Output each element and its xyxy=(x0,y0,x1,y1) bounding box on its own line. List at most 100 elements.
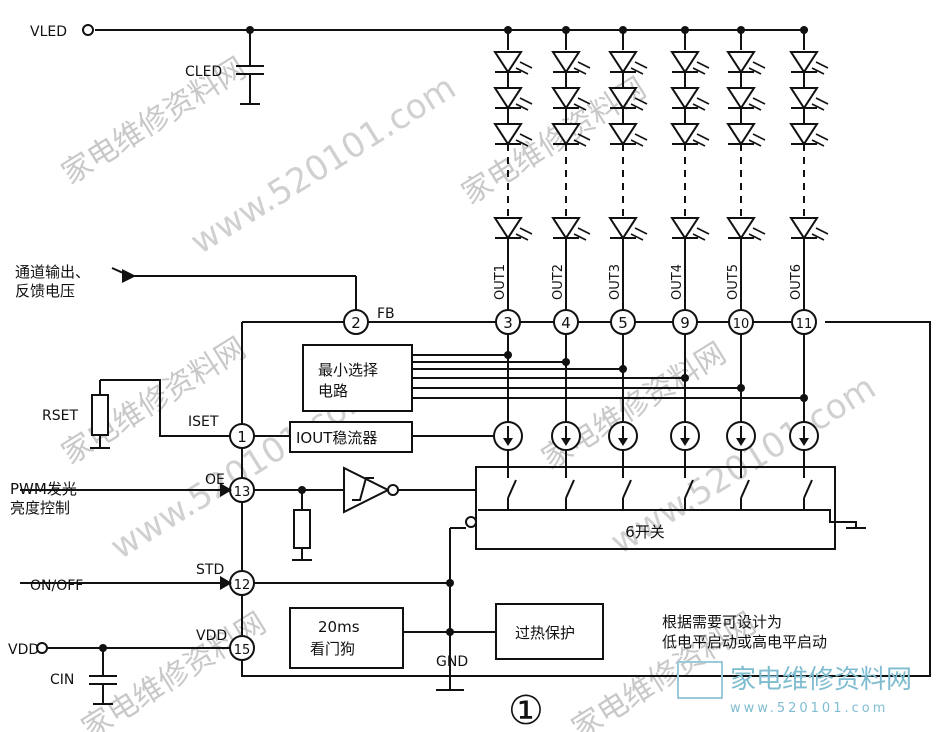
feedback-label-line2: 反馈电压 xyxy=(15,282,75,300)
pin-fb: 2 xyxy=(343,309,369,335)
gnd-label: GND xyxy=(436,654,468,670)
rset-resistor xyxy=(91,394,109,436)
led-diode xyxy=(789,217,829,241)
svg-text:1: 1 xyxy=(237,428,247,446)
svg-text:2: 2 xyxy=(351,314,361,332)
vled-label: VLED xyxy=(30,24,67,40)
pin-oe: 13 xyxy=(229,477,255,503)
svg-text:4: 4 xyxy=(561,314,571,332)
cin-label: CIN xyxy=(50,672,74,688)
switch-contact-4 xyxy=(684,479,694,499)
svg-text:11: 11 xyxy=(796,317,813,332)
watermark-text-1: 家电维修资料网 xyxy=(56,51,253,192)
pin-out5: 10 xyxy=(728,309,754,335)
led-diode xyxy=(493,217,533,241)
vdd-label: VDD xyxy=(8,642,39,658)
current-source-6 xyxy=(789,421,819,451)
svg-text:10: 10 xyxy=(733,317,750,332)
logo-text: 家电维修资料网 xyxy=(730,665,912,695)
pin-iset: 1 xyxy=(229,423,255,449)
junction-dots xyxy=(99,26,454,652)
figure-number: ① xyxy=(508,688,544,732)
svg-text:9: 9 xyxy=(680,314,690,332)
led-diode xyxy=(608,123,648,147)
switch-contact-3 xyxy=(622,479,632,499)
six-switch-label: 6开关 xyxy=(625,523,665,541)
std-input-bubble xyxy=(465,516,477,528)
led-string-6: OUT6 11 xyxy=(789,26,829,510)
pin-out3: 5 xyxy=(610,309,636,335)
led-diode xyxy=(726,51,766,75)
led-string-1: OUT1 3 xyxy=(493,26,533,510)
led-diode xyxy=(726,87,766,111)
watermark-text-3: 家电维修资料网 xyxy=(56,331,253,472)
overheat-label: 过热保护 xyxy=(515,624,575,642)
switch-contact-5 xyxy=(740,479,750,499)
feedback-label-line1: 通道输出、 xyxy=(15,263,90,281)
pwm-label-line1: PWM发光 xyxy=(10,480,77,498)
svg-text:15: 15 xyxy=(234,643,251,658)
current-source-2 xyxy=(551,421,581,451)
note-line2: 低电平启动或高电平启动 xyxy=(662,633,827,651)
on-off-label: ON/OFF xyxy=(30,578,83,594)
watchdog-box xyxy=(289,607,404,669)
iout-regulator-label: IOUT稳流器 xyxy=(296,429,377,447)
out-label-2: OUT2 xyxy=(551,264,566,300)
switch-contact-2 xyxy=(565,479,575,499)
logo-house-icon xyxy=(677,661,723,699)
out-label-1: OUT1 xyxy=(493,264,508,300)
out-label-4: OUT4 xyxy=(670,264,685,300)
oe-pulldown-resistor xyxy=(293,509,311,549)
led-diode xyxy=(789,51,829,75)
min-select-label-line1: 最小选择 xyxy=(318,361,378,379)
watchdog-label-line2: 看门狗 xyxy=(310,640,355,658)
iout-regulator-box xyxy=(289,421,413,453)
vdd-terminal xyxy=(36,642,48,654)
site-logo: 家电维修资料网 www.520101.com xyxy=(677,661,912,716)
std-label: STD xyxy=(196,562,224,578)
svg-text:13: 13 xyxy=(234,485,251,500)
vled-terminal xyxy=(82,24,94,36)
logo-url: www.520101.com xyxy=(730,701,888,716)
led-diode xyxy=(670,87,710,111)
led-diode xyxy=(670,123,710,147)
led-diode xyxy=(551,217,591,241)
led-diode xyxy=(670,51,710,75)
led-diode xyxy=(493,87,533,111)
rset-label: RSET xyxy=(42,408,78,424)
switch-contact-1 xyxy=(507,479,517,499)
switch-contact-6 xyxy=(803,479,813,499)
pin-out6: 11 xyxy=(791,309,817,335)
min-select-box xyxy=(302,344,413,412)
out-label-5: OUT5 xyxy=(726,264,741,300)
current-source-4 xyxy=(670,421,700,451)
iset-label: ISET xyxy=(188,414,219,430)
out-label-6: OUT6 xyxy=(789,264,804,300)
svg-text:5: 5 xyxy=(618,314,628,332)
cled-label: CLED xyxy=(185,64,222,80)
led-diode xyxy=(670,217,710,241)
svg-text:3: 3 xyxy=(503,314,513,332)
watchdog-label-line1: 20ms xyxy=(318,618,360,636)
min-select-label-line2: 电路 xyxy=(318,382,348,400)
led-diode xyxy=(551,51,591,75)
fb-label: FB xyxy=(377,306,395,322)
pin-layer: 2 1 13 12 15 xyxy=(229,309,369,661)
svg-text:12: 12 xyxy=(234,578,251,593)
pin-out1: 3 xyxy=(495,309,521,335)
pin-std: 12 xyxy=(229,570,255,596)
pin-out4: 9 xyxy=(672,309,698,335)
led-diode xyxy=(789,87,829,111)
led-diode xyxy=(493,51,533,75)
led-diode xyxy=(608,51,648,75)
led-diode xyxy=(726,123,766,147)
current-source-5 xyxy=(726,421,756,451)
six-switch-box xyxy=(475,466,836,550)
oe-label: OE xyxy=(205,472,225,488)
led-string-5: OUT5 10 xyxy=(726,26,766,510)
led-diode xyxy=(726,217,766,241)
current-source-3 xyxy=(608,421,638,451)
